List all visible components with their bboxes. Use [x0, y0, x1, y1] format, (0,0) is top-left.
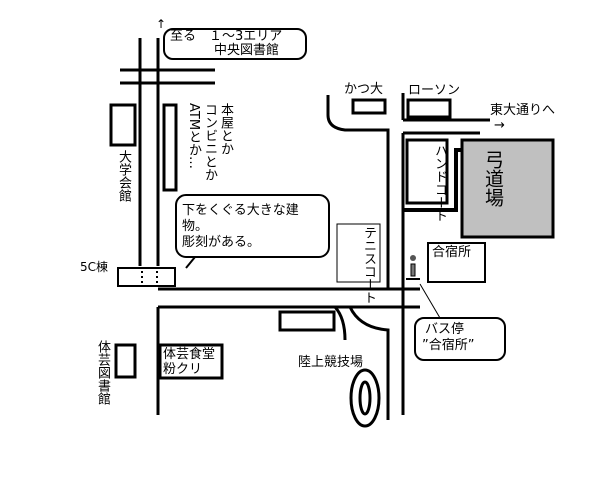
- callout-tail: [185, 256, 196, 269]
- taigei-library-building: [114, 343, 137, 379]
- lawson-building: [406, 98, 452, 119]
- katsudai-label: かつ大: [344, 82, 384, 97]
- tennis-court-label: テニスコート: [361, 226, 376, 304]
- middle-callout-box: [175, 194, 330, 258]
- bookstore-label: 本屋とか: [218, 103, 233, 155]
- taigei-library-label: 体芸図書館: [95, 340, 110, 405]
- bus-stop-label: バス停: [425, 322, 465, 337]
- building-5c-label: 5C棟: [80, 260, 109, 274]
- student-hall-building: [109, 103, 137, 147]
- small-building: [278, 310, 336, 332]
- taigei-cafeteria-building: [158, 343, 224, 380]
- convenience-label: コンビニとか: [202, 103, 217, 181]
- big-building-label-2: 物。: [182, 219, 209, 234]
- to-todai-street-label: 東大通りへ: [490, 103, 556, 118]
- handball-court: [405, 138, 449, 205]
- road-curve-katsudai: [326, 95, 390, 289]
- taigei-cafeteria-label: 体芸食堂: [163, 347, 216, 362]
- stadium-field: [358, 380, 372, 416]
- tennis-court: [336, 223, 381, 283]
- kyudojo-building: [460, 138, 555, 239]
- bus-callout-box: [414, 317, 506, 361]
- bus-pointer: [419, 283, 441, 319]
- central-library-label: 中央図書館: [214, 43, 280, 58]
- 5c-dots: [141, 271, 158, 283]
- road-curve-west: [333, 305, 347, 341]
- lawson-label: ローソン: [408, 83, 461, 98]
- stadium-label: 陸上競技場: [298, 355, 364, 370]
- handball-court-label: ハンドコート: [432, 144, 447, 222]
- big-building-label-1: 下をくぐる大きな建: [182, 203, 299, 218]
- bus-stop-icon: [406, 255, 420, 280]
- road-curve-stadium: [348, 306, 390, 420]
- to-area-label: 至る １～3エリア: [170, 29, 283, 44]
- kyudojo-label: 弓道場: [482, 150, 504, 207]
- building-5c: [117, 267, 176, 287]
- atm-label: ATMとか…: [186, 103, 201, 170]
- gasshukujo-label: 合宿所: [432, 245, 472, 260]
- gasshukujo-building: [427, 242, 486, 283]
- up-arrow-icon: ↑: [156, 17, 167, 31]
- bus-stop-name-label: ”合宿所”: [422, 338, 475, 353]
- right-arrow-icon: →: [494, 118, 505, 133]
- big-building-label-3: 彫刻がある。: [182, 235, 261, 250]
- top-callout-box: [163, 28, 307, 60]
- katsudai-building: [351, 98, 387, 115]
- shops-building: [162, 103, 178, 192]
- konakuri-label: 粉クリ: [163, 362, 203, 377]
- student-hall-label: 大学会館: [116, 150, 131, 202]
